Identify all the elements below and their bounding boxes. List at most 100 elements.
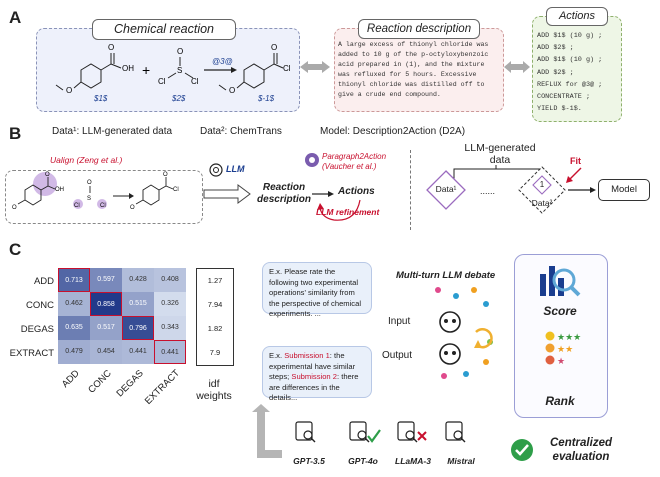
row-label: ADD <box>33 276 54 287</box>
centralized-word: Centralized <box>550 437 612 449</box>
refinement-arrow <box>317 199 361 221</box>
svg-text:O: O <box>163 172 168 178</box>
methoxy-oxygen: O <box>66 86 72 95</box>
thionyl-oxygen: O <box>177 47 183 56</box>
svg-text:★★★: ★★★ <box>557 332 581 342</box>
hollow-arrow <box>203 184 251 204</box>
arrow-to-model <box>568 187 596 193</box>
panel-b-divider <box>410 150 411 230</box>
data1-diamond <box>426 170 466 210</box>
debate-network <box>435 287 493 379</box>
product-methoxy-oxygen: O <box>229 86 235 95</box>
actions-box <box>532 16 622 122</box>
bubble-mid: : the experimental have similar steps; <box>269 351 356 381</box>
svg-text:Cl: Cl <box>100 203 106 209</box>
panel-b-structures: O OH O O S Cl Cl O Cl O <box>12 172 179 211</box>
rank-icon: ★★★ ★★ ★ <box>545 331 581 366</box>
svg-text:★★: ★★ <box>557 344 573 354</box>
svg-text:★: ★ <box>557 356 565 366</box>
paragraph2action-label: Paragraph2Action <box>322 152 387 161</box>
chemical-reaction-box <box>36 28 300 112</box>
idf-value: 1.27 <box>207 276 223 285</box>
bubble-prefix: E.x. <box>269 351 285 360</box>
heatmap-cell: 0.408 <box>154 268 186 292</box>
data-word: data <box>489 154 511 166</box>
benzene-ring-1 <box>80 63 102 89</box>
robot-icon <box>439 311 461 333</box>
col-label: DEGAS <box>114 368 146 400</box>
reaction-word: Reaction <box>262 182 306 193</box>
chlorine-1: Cl <box>158 77 166 86</box>
submission-bubble: E.x. Submission 1: the experimental have… <box>262 346 372 402</box>
debate-title: Multi-turn LLM debate <box>396 270 496 281</box>
actions-list: ADD $1$ (10 g) ; ADD $2$ ; ADD $1$ (10 g… <box>537 30 621 115</box>
double-arrow-1 <box>300 61 330 73</box>
idf-value: 7.94 <box>207 300 223 309</box>
oxygen-atom-1: O <box>108 43 114 52</box>
heatmap-cell: 0.326 <box>154 292 186 316</box>
input-label: Input <box>388 316 411 327</box>
llama3-icon <box>397 421 427 443</box>
gpt4o-icon <box>349 421 381 443</box>
idf-value: 7.9 <box>209 348 221 357</box>
ellipsis: ...... <box>480 186 496 196</box>
bubble-end: : there are differences in the details..… <box>269 372 359 402</box>
oxygen-atom-2: O <box>271 43 277 52</box>
data2-caption: Data²: ChemTrans <box>200 126 282 137</box>
heatmap-cell: 0.441 <box>122 340 154 364</box>
reaction-description-label: Reaction description <box>254 182 314 206</box>
submission2-label: Submission 2 <box>291 372 337 381</box>
actions-title: Actions <box>546 7 608 26</box>
arrow-label: @3@ <box>212 57 233 66</box>
svg-text:Cl: Cl <box>74 203 80 209</box>
action-item: ADD $2$ ; <box>537 44 574 53</box>
model-name: GPT-3.5 <box>293 456 325 466</box>
weights-word: weights <box>196 390 232 402</box>
reaction-description-text: A large excess of thionyl chloride was a… <box>338 41 489 98</box>
robot-icon <box>439 343 461 365</box>
heatmap-cell: 0.454 <box>90 340 122 364</box>
panel-c-letter: C <box>9 240 22 259</box>
description-word: description <box>257 194 311 205</box>
idf-word: idf <box>208 378 220 390</box>
data1-caption: Data¹: LLM-generated data <box>52 126 173 137</box>
svg-text:O: O <box>45 172 50 178</box>
action-item: ADD $1$ (10 g) ; <box>537 32 603 40</box>
chemical-reaction-title: Chemical reaction <box>92 19 236 40</box>
openai-icon <box>209 163 223 177</box>
heatmap-cell: 0.462 <box>58 292 90 316</box>
row-label: EXTRACT <box>9 348 54 359</box>
data2-diamond <box>518 166 566 214</box>
heatmap-cell: 0.858 <box>90 292 122 316</box>
prompt-bubble: E.x. Please rate the following two exper… <box>262 262 372 318</box>
data2-chip-label: Data² <box>531 198 553 208</box>
heatmap-cell: 0.515 <box>122 292 154 316</box>
vaucher-label: (Vaucher et al.) <box>322 162 377 171</box>
svg-text:O: O <box>87 180 92 186</box>
heatmap-cell: 0.796 <box>122 316 154 340</box>
ualign-label: Ualign (Zeng et al.) <box>50 155 123 165</box>
col-label: CONC <box>86 368 114 396</box>
mistral-icon <box>445 421 466 443</box>
action-item: REFLUX for @3@ ; <box>537 80 603 89</box>
refinement-label: LLM refinement <box>316 207 380 217</box>
action-item: ADD $1$ (10 g) ; <box>537 56 603 65</box>
score-icon <box>540 266 581 297</box>
fit-label: Fit <box>570 156 581 166</box>
heatmap-cell: 0.343 <box>154 316 186 340</box>
col-label: ADD <box>59 368 82 390</box>
model-name: LLaMA-3 <box>395 456 431 466</box>
output-label: Output <box>382 350 413 361</box>
cycle-icon <box>475 327 493 349</box>
paragraph2action-icon <box>305 153 319 167</box>
product-label: $-1$ <box>258 94 275 103</box>
model-icons <box>295 421 466 443</box>
chlorine-2: Cl <box>191 77 199 86</box>
model-caption: Model: Description2Action (D2A) <box>320 126 466 137</box>
heatmap-cell: 0.428 <box>122 268 154 292</box>
idf-label: idf weights <box>192 378 236 402</box>
heatmap-cell: 0.713 <box>58 268 90 292</box>
benzene-ring-2 <box>243 63 265 89</box>
gpt35-icon <box>295 421 316 443</box>
